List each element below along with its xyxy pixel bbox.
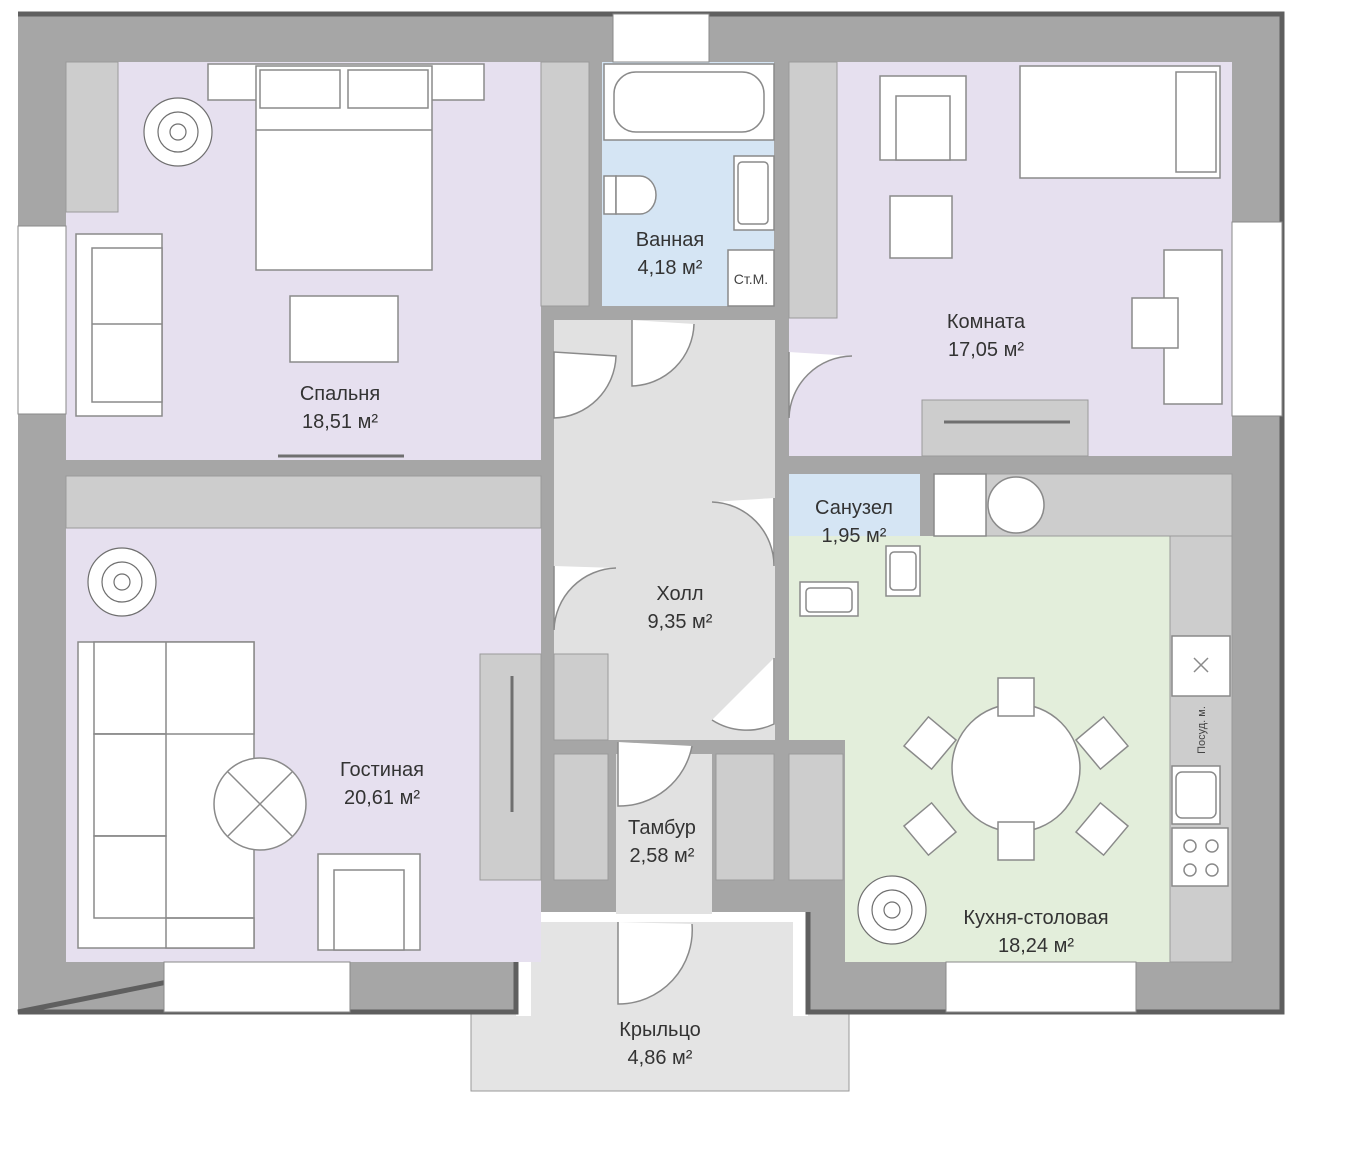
kitchen-area: 18,24 м² (998, 935, 1074, 957)
double-bed (207, 63, 485, 271)
wc-door (711, 498, 775, 567)
dining-table (951, 703, 1081, 833)
toilet-bathroom (603, 175, 657, 215)
kitchen-name: Кухня-столовая (963, 907, 1108, 929)
single-bed (1019, 65, 1221, 179)
living-name: Гостиная (340, 759, 424, 781)
hall-name: Холл (656, 583, 703, 605)
sofa-bedroom (75, 233, 163, 417)
armchair-living (317, 853, 421, 951)
bathtub (603, 63, 775, 141)
desk-chair (1131, 297, 1179, 349)
vestibule-name: Тамбур (628, 817, 696, 839)
windows (17, 13, 1283, 1013)
bedroom-name: Спальня (300, 383, 380, 405)
bedroom-door (553, 351, 617, 419)
wc-toilet (799, 581, 859, 617)
bathroom-area: 4,18 м² (638, 257, 703, 279)
bathroom-door (631, 320, 695, 387)
plant-kitchen (857, 875, 927, 945)
wc-sink (885, 545, 921, 597)
doors (553, 320, 853, 1005)
bedroom-area: 18,51 м² (302, 411, 378, 433)
round-coffee-table (213, 757, 307, 851)
washing-machine-label: Ст.М. (734, 271, 768, 287)
plant-living (87, 547, 157, 617)
dishwasher-label: Посуд. м. (1196, 706, 1208, 754)
bathroom-name: Ванная (636, 229, 705, 251)
washing-machine (727, 249, 775, 307)
living-area: 20,61 м² (344, 787, 420, 809)
wc-area: 1,95 м² (822, 525, 887, 547)
dining-chairs (902, 677, 1130, 861)
kitchen-appliances (933, 473, 1231, 887)
porch-name: Крыльцо (619, 1019, 701, 1041)
porch-area: 4,86 м² (628, 1047, 693, 1069)
plant-bedroom (143, 97, 213, 167)
closets (65, 61, 1089, 881)
wc-name: Санузел (815, 497, 893, 519)
room-area: 17,05 м² (948, 339, 1024, 361)
vestibule-door (617, 742, 693, 807)
armchair-room (879, 75, 967, 161)
room-name: Комната (947, 311, 1026, 333)
hall-area: 9,35 м² (648, 611, 713, 633)
living-door (553, 566, 617, 631)
table-room (889, 195, 953, 259)
room-door (788, 352, 853, 419)
vestibule-area: 2,58 м² (630, 845, 695, 867)
corner-sofa (77, 641, 255, 949)
entrance-door (617, 922, 693, 1005)
sink-bathroom (733, 155, 775, 231)
kitchen-door (711, 658, 775, 731)
bench (289, 295, 399, 363)
